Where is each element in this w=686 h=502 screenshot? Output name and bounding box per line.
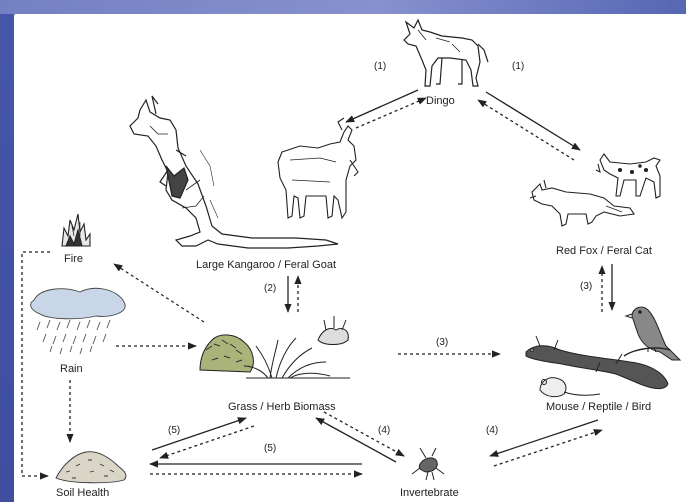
- node-label-smallfauna: Mouse / Reptile / Bird: [546, 401, 652, 413]
- edge-biomass-to-invertebrate: [323, 411, 405, 457]
- edge-soil-to-biomass: [151, 417, 247, 451]
- soil-mound-icon: [55, 451, 127, 484]
- edge-smallfauna-to-invertebrate: [489, 419, 599, 457]
- node-label-fire: Fire: [64, 253, 83, 265]
- invertebrate-icon: [411, 447, 445, 481]
- left-border: [0, 14, 14, 502]
- edge-herbivore-to-dingo: [355, 97, 427, 129]
- node-label-biomass: Grass / Herb Biomass: [228, 401, 336, 413]
- fire-icon: [61, 213, 91, 247]
- rain-cloud-icon: [30, 288, 126, 355]
- node-label-soil: Soil Health: [56, 487, 110, 499]
- edge-dingo-to-predator: [485, 91, 581, 151]
- node-label-herbivores: Large Kangaroo / Feral Goat: [196, 259, 337, 271]
- fox-icon: [529, 179, 635, 227]
- edge-label-invertebrate-soil: (5): [264, 443, 277, 454]
- goat-icon: [277, 117, 359, 220]
- node-label-dingo: Dingo: [426, 95, 455, 107]
- edge-predator-to-dingo: [477, 99, 575, 161]
- edge-label-dingo-herbivore: (1): [374, 61, 387, 72]
- edge-dingo-to-herbivore: [345, 89, 419, 123]
- cat-icon: [595, 153, 661, 199]
- diagram-canvas: [14, 14, 686, 502]
- edge-label-biomass-soil: (5): [168, 425, 181, 436]
- edge-biomass-to-fire: [113, 263, 205, 323]
- edge-biomass-to-soil: [159, 425, 255, 459]
- edge-invertebrate-to-smallfauna: [493, 429, 603, 467]
- edge-label-invertebrate-smallfauna: (4): [486, 425, 499, 436]
- edge-label-predator-smallfauna: (3): [580, 281, 593, 292]
- edge-invertebrate-to-biomass: [315, 417, 397, 463]
- node-label-rain: Rain: [60, 363, 83, 375]
- lizard-icon: [525, 335, 669, 390]
- edge-label-herbivore-biomass: (2): [264, 283, 277, 294]
- node-label-predators: Red Fox / Feral Cat: [556, 245, 652, 257]
- edge-label-biomass-smallfauna: (3): [436, 337, 449, 348]
- grass-herb-icon: [199, 316, 350, 379]
- top-border: [0, 0, 686, 14]
- bird-icon: [623, 306, 682, 361]
- mouse-icon: [539, 377, 601, 398]
- edge-label-dingo-predator: (1): [512, 61, 525, 72]
- node-label-invertebrate: Invertebrate: [400, 487, 459, 499]
- edge-fire-boundary: [21, 251, 50, 476]
- edges: [21, 89, 616, 480]
- kangaroo-icon: [129, 95, 339, 249]
- dingo-icon: [403, 18, 489, 87]
- edge-label-biomass-invertebrate: (4): [378, 425, 391, 436]
